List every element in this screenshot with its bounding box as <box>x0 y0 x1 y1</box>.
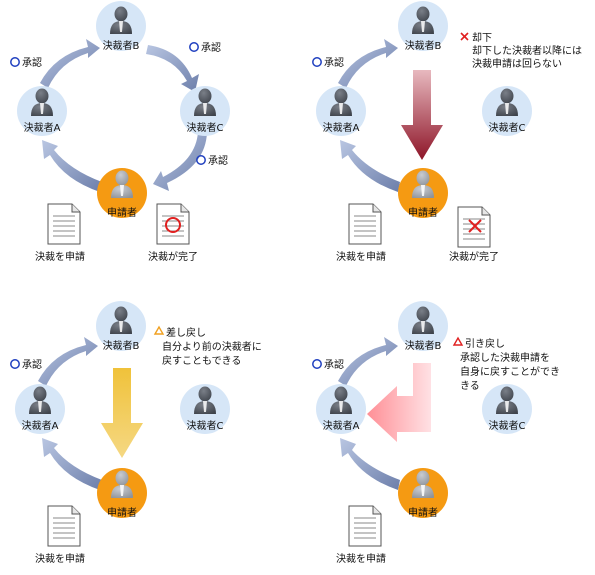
apply-label: 決裁を申請 <box>336 250 386 263</box>
sendback-arrow <box>101 368 143 458</box>
complete-label: 決裁が完了 <box>148 250 198 263</box>
approver-b-label: 決裁者B <box>405 39 442 52</box>
approver-a-label: 決裁者A <box>323 121 360 134</box>
withdraw-arrow <box>367 363 431 442</box>
document-icon <box>47 505 81 547</box>
approve-label: 承認 <box>22 358 42 371</box>
document-icon <box>47 203 81 245</box>
reject-arrow <box>401 70 443 160</box>
apply-label: 決裁を申請 <box>336 552 386 565</box>
panel-reject: 決裁者B 決裁者A 決裁者C 申請者 承認 却下 却下した決裁者以降には 決裁申… <box>312 1 582 263</box>
flow-arrow-applicant-to-a <box>340 438 400 490</box>
sendback-title: 差し戻し <box>166 326 206 339</box>
reject-desc-line2: 決裁申請は回らない <box>472 57 562 70</box>
cross-mark-icon <box>468 219 482 233</box>
apply-label: 決裁を申請 <box>35 552 85 565</box>
applicant-label: 申請者 <box>107 206 137 219</box>
approver-c-label: 決裁者C <box>489 419 526 432</box>
approve-label: 承認 <box>201 41 221 54</box>
approver-a-label: 決裁者A <box>24 121 61 134</box>
applicant-label: 申請者 <box>107 506 137 519</box>
sendback-desc-line2: 戻すこともできる <box>162 354 241 367</box>
circle-mark-icon <box>196 155 206 165</box>
reject-title: 却下 <box>472 32 492 44</box>
circle-mark-icon <box>165 217 181 233</box>
flow-arrow-c-to-applicant <box>153 132 207 191</box>
approve-label: 承認 <box>208 154 228 167</box>
approver-b-label: 決裁者B <box>405 339 442 352</box>
approver-b-label: 決裁者B <box>103 339 140 352</box>
sendback-desc-line1: 自分より前の決裁者に <box>162 340 262 353</box>
flow-arrow-a-to-b <box>38 337 98 386</box>
approver-a-label: 決裁者A <box>22 419 59 432</box>
document-icon <box>348 203 382 245</box>
approver-a-label: 決裁者A <box>323 419 360 432</box>
triangle-mark-icon <box>153 325 165 335</box>
approve-label: 承認 <box>324 56 344 69</box>
approver-c-label: 決裁者C <box>187 121 224 134</box>
applicant-label: 申請者 <box>408 506 438 519</box>
circle-mark-icon <box>312 359 322 369</box>
reject-desc-line1: 却下した決裁者以降には <box>472 44 582 57</box>
triangle-mark-icon <box>452 336 464 346</box>
complete-label: 決裁が完了 <box>449 250 499 263</box>
circle-mark-icon <box>312 57 322 67</box>
document-icon <box>156 203 190 245</box>
flow-arrow-applicant-to-a <box>42 438 102 490</box>
circle-mark-icon <box>10 57 20 67</box>
circle-mark-icon <box>10 359 20 369</box>
panel-sendback: 決裁者B 決裁者A 決裁者C 申請者 承認 差し戻し 自分より前の決裁者に 戻す… <box>10 301 262 565</box>
flow-arrow-applicant-to-a <box>42 140 102 192</box>
approve-label: 承認 <box>22 56 42 69</box>
panel-withdraw: 決裁者B 決裁者A 決裁者C 申請者 承認 引き戻し 承認した決裁申請を 自身に… <box>312 301 560 565</box>
panel-approve-flow: 決裁者B 決裁者A 決裁者C 申請者 承認 承認 承認 決裁を申請 決裁が完了 <box>10 1 230 263</box>
apply-label: 決裁を申請 <box>35 250 85 263</box>
flow-arrow-a-to-b <box>338 39 398 88</box>
approver-b-label: 決裁者B <box>103 39 140 52</box>
flow-arrow-a-to-b <box>40 39 100 88</box>
flow-arrow-b-to-c <box>146 45 199 92</box>
withdraw-desc-line3: きる <box>460 380 480 392</box>
applicant-label: 申請者 <box>408 206 438 219</box>
circle-mark-icon <box>189 42 199 52</box>
withdraw-desc-line2: 自身に戻すことができ <box>460 365 560 378</box>
approver-c-label: 決裁者C <box>187 419 224 432</box>
withdraw-title: 引き戻し <box>465 337 505 350</box>
flow-arrow-a-to-b <box>338 337 398 386</box>
approver-c-label: 決裁者C <box>489 121 526 134</box>
withdraw-desc-line1: 承認した決裁申請を <box>460 351 550 364</box>
document-icon <box>348 505 382 547</box>
cross-mark-icon <box>460 32 469 41</box>
approve-label: 承認 <box>324 358 344 371</box>
flow-arrow-applicant-to-a <box>340 140 400 192</box>
